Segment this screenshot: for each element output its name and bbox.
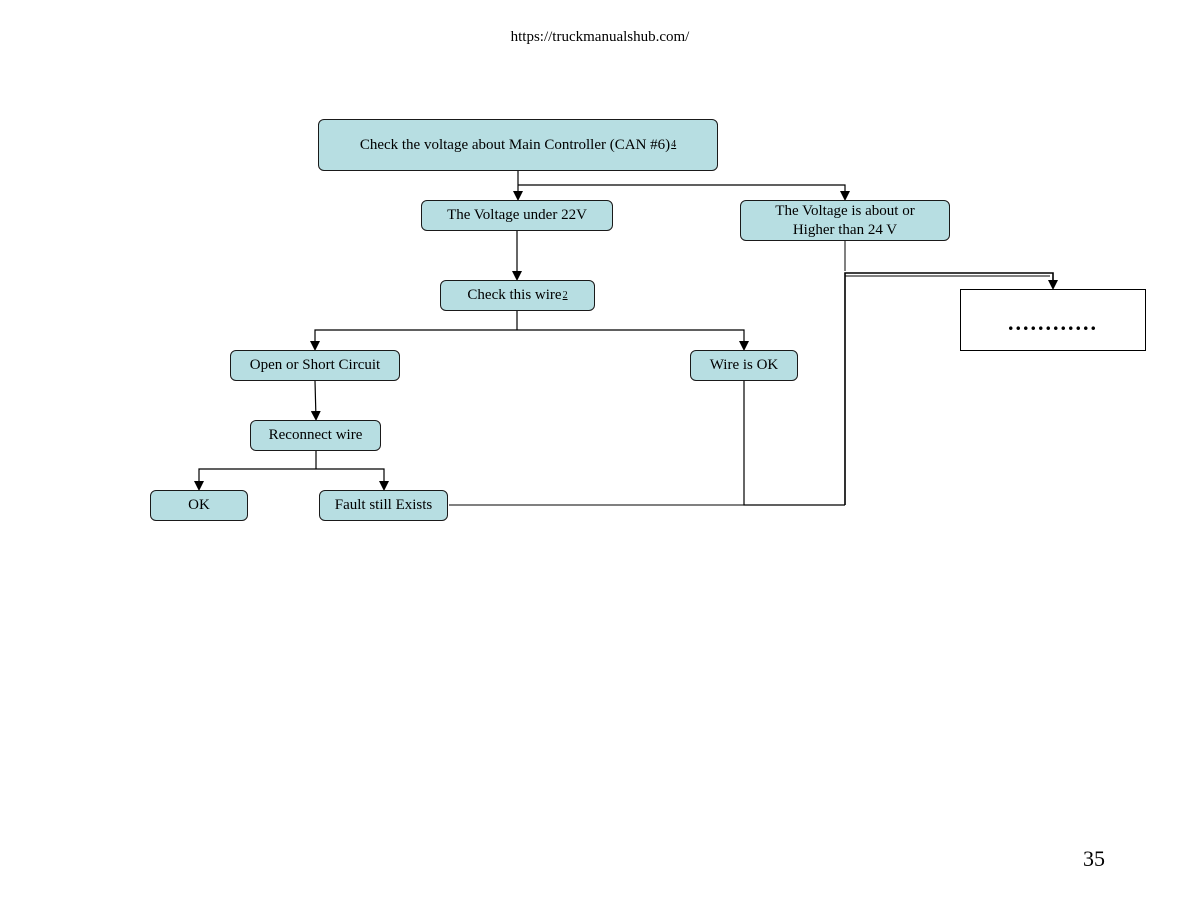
- check-wire-label: Check this wire: [467, 287, 562, 303]
- connector-wireok-down: [743, 381, 845, 506]
- connector-reconnect-to-ok: [194, 468, 316, 491]
- voltage-higher-label-line2: Higher than 24 V: [792, 221, 898, 238]
- ok-label: OK: [188, 497, 210, 513]
- wire-ok-label: Wire is OK: [709, 357, 779, 373]
- open-short-label: Open or Short Circuit: [249, 357, 381, 373]
- voltage-higher-node: The Voltage is about or Higher than 24 V: [740, 200, 950, 241]
- result-placeholder-box: ............: [960, 289, 1146, 351]
- header-url: https://truckmanualshub.com/: [510, 29, 690, 45]
- voltage-higher-label-line1: The Voltage is about or: [775, 202, 915, 219]
- connector-merge-up: [844, 272, 1058, 505]
- check-voltage-node: Check the voltage about Main Controller …: [318, 119, 718, 171]
- connector-open-to-reconnect: [310, 380, 321, 421]
- fault-exists-node: Fault still Exists: [319, 490, 448, 521]
- open-short-node: Open or Short Circuit: [230, 350, 400, 381]
- reconnect-wire-label: Reconnect wire: [268, 427, 363, 443]
- ok-node: OK: [150, 490, 248, 521]
- voltage-under-label: The Voltage under 22V: [447, 207, 587, 223]
- connector-reconnect-to-fault: [316, 468, 389, 491]
- fault-exists-label: Fault still Exists: [334, 497, 433, 513]
- reconnect-wire-node: Reconnect wire: [250, 420, 381, 451]
- connector-wire-to-open: [310, 329, 517, 351]
- wire-ok-node: Wire is OK: [690, 350, 798, 381]
- result-placeholder-label: ............: [1008, 310, 1098, 335]
- connector-check-to-higher: [518, 184, 850, 201]
- connector-wire-to-ok: [517, 329, 749, 351]
- voltage-under-node: The Voltage under 22V: [421, 200, 613, 231]
- page-number: 35: [1083, 846, 1105, 871]
- check-voltage-label: Check the voltage about Main Controller …: [359, 136, 671, 153]
